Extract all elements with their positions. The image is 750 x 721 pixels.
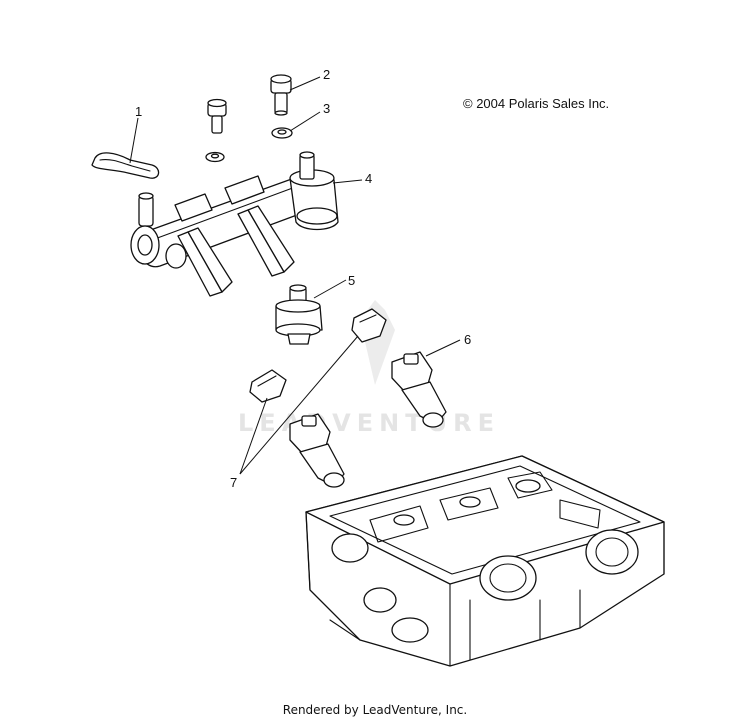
part-7-clip-b[interactable] — [249, 369, 287, 403]
cylinder-head — [305, 455, 665, 667]
part-1-gasket[interactable] — [91, 152, 160, 179]
part-6-injector-b[interactable] — [289, 413, 345, 488]
callout-6: 6 — [464, 332, 471, 347]
part-6-injector-a[interactable] — [391, 351, 447, 428]
callout-5: 5 — [348, 273, 355, 288]
copyright-notice: © 2004 Polaris Sales Inc. — [463, 96, 610, 111]
callout-3: 3 — [323, 101, 330, 116]
part-2-screw[interactable] — [270, 74, 292, 116]
part-5-pressure-regulator[interactable] — [275, 284, 323, 345]
callout-labels: 1 2 3 4 5 6 7 — [135, 67, 471, 490]
footer-credit: Rendered by LeadVenture, Inc. — [282, 703, 468, 717]
leader-lines — [129, 76, 461, 475]
part-7-clip-a[interactable] — [351, 308, 387, 343]
watermark-text: LEADVENTURE — [238, 409, 500, 437]
part-3-washer[interactable] — [271, 127, 293, 139]
fuel-rail[interactable] — [130, 151, 339, 297]
screw-2b[interactable] — [207, 98, 227, 134]
washer-3b[interactable] — [205, 151, 225, 163]
callout-1: 1 — [135, 104, 142, 119]
callout-4: 4 — [365, 171, 372, 186]
callout-7: 7 — [230, 475, 237, 490]
callout-2: 2 — [323, 67, 330, 82]
